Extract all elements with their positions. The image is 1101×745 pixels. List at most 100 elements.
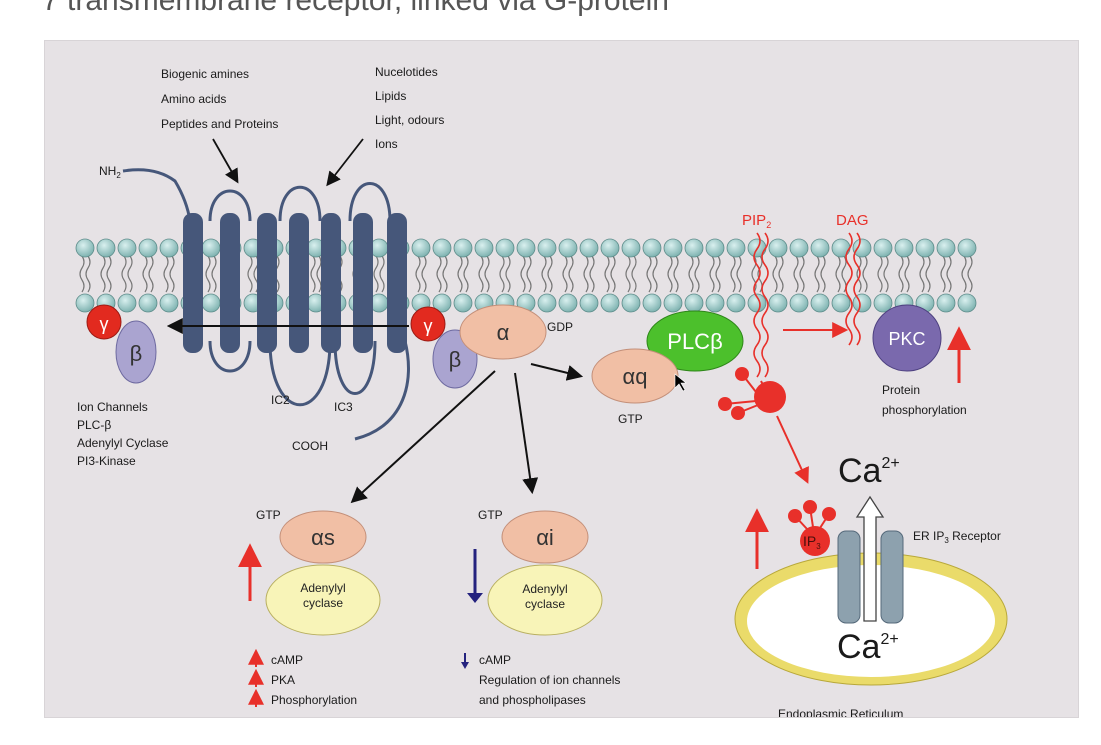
ligand-item: Peptides and Proteins — [161, 117, 278, 131]
lipid-head — [558, 238, 578, 258]
g-protein-trimer: β γ α GDP — [410, 304, 573, 389]
lipid-tail — [205, 255, 217, 293]
lipid-head — [201, 293, 221, 313]
lipid-tail — [310, 255, 322, 293]
gi-effect: and phospholipases — [479, 693, 586, 707]
lipid-tail — [898, 255, 910, 293]
lipid-head — [852, 238, 872, 258]
lipid-tail — [646, 255, 658, 293]
ligand-arrow-left — [212, 138, 239, 184]
lipid-head — [621, 293, 641, 313]
lipid-head — [663, 293, 683, 313]
lipid-head — [495, 238, 515, 258]
lipid-head — [705, 293, 725, 313]
lipid-tail — [499, 255, 511, 293]
svg-text:PLC-β: PLC-β — [77, 418, 111, 432]
lipid-head — [432, 293, 452, 313]
lipid-head — [159, 238, 179, 258]
lipid-head — [138, 293, 158, 313]
lipid-tail — [562, 255, 574, 293]
dag-label: DAG — [836, 212, 869, 229]
lipid-tail — [457, 255, 469, 293]
lipid-head — [474, 238, 494, 258]
calcium-er-label: Ca2+ — [837, 628, 899, 666]
lipid-head — [873, 293, 893, 313]
svg-text:Ion Channels: Ion Channels — [77, 400, 148, 414]
lipid-tail — [835, 255, 847, 293]
lipid-head — [96, 238, 116, 258]
gs-gtp-label: GTP — [256, 508, 281, 522]
pip2-lipid — [753, 232, 769, 378]
seven-tm-receptor — [183, 213, 407, 353]
lipid-tail — [79, 255, 91, 293]
lipid-tail — [520, 255, 532, 293]
lipid-tail — [730, 255, 742, 293]
lipid-tail — [772, 255, 784, 293]
gi-effect: Regulation of ion channels — [479, 673, 620, 687]
lipid-head — [789, 293, 809, 313]
lipid-tail — [541, 255, 553, 293]
gamma-subunit: γ — [424, 316, 433, 336]
ligand-item: Lipids — [375, 89, 406, 103]
pkc: PKC — [872, 304, 942, 372]
lipid-tail — [163, 255, 175, 293]
lipid-tail — [100, 255, 112, 293]
lipid-tail — [688, 255, 700, 293]
lipid-head — [453, 293, 473, 313]
pkc-effect-line: phosphorylation — [882, 403, 967, 417]
lipid-tail — [583, 255, 595, 293]
lipid-head — [810, 238, 830, 258]
lipid-head — [453, 238, 473, 258]
pkc-effect-line: Protein — [882, 383, 920, 397]
ic3-label: IC3 — [334, 400, 353, 414]
alpha-subunit: α — [497, 320, 510, 345]
beta-gamma-dimer: β γ — [86, 304, 157, 384]
ip3-molecule — [788, 500, 836, 556]
lipid-tail — [814, 255, 826, 293]
lipid-tail — [709, 255, 721, 293]
gi-gtp-label: GTP — [478, 508, 503, 522]
gs-branch: GTP Adenylyl cyclase αs cAMP PKA Phospho… — [238, 508, 381, 707]
lipid-tail — [961, 255, 973, 293]
beta-gamma-effectors: Ion Channels PLC-β Adenylyl Cyclase PI3-… — [77, 400, 169, 468]
lipid-head — [726, 238, 746, 258]
gdp-label: GDP — [547, 320, 573, 334]
alpha-to-alphas-arrow — [350, 370, 496, 504]
lipid-head — [579, 293, 599, 313]
er-channel-subunit — [880, 530, 904, 624]
receptor-loops — [122, 168, 410, 441]
endoplasmic-reticulum: Ca2+ Ca2+ IP3 ER IP3 Receptor Endoplasmi… — [734, 452, 1008, 721]
gs-effect: cAMP — [271, 653, 303, 667]
gpcr-diagram: NH2 IC2 IC3 COOH Biogenic amines Amino a… — [75, 65, 1008, 721]
ligands-left: Biogenic amines Amino acids Peptides and… — [161, 67, 278, 131]
lipid-head — [117, 293, 137, 313]
lipid-head — [852, 293, 872, 313]
svg-text:Adenylyl Cyclase: Adenylyl Cyclase — [77, 436, 169, 450]
diagram-panel: NH2 IC2 IC3 COOH Biogenic amines Amino a… — [44, 40, 1079, 721]
lipid-head — [537, 293, 557, 313]
lipid-tail — [604, 255, 616, 293]
lipid-head — [516, 238, 536, 258]
ligand-arrow-right — [326, 138, 364, 187]
lipid-head — [831, 238, 851, 258]
lipid-tail — [940, 255, 952, 293]
adenylyl-cyclase-label: Adenylyl — [300, 581, 345, 595]
beta-subunit: β — [449, 347, 462, 372]
ligands-right: Nucelotides Lipids Light, odours Ions — [375, 65, 444, 151]
lipid-head — [831, 293, 851, 313]
lipid-tail — [919, 255, 931, 293]
ligand-item: Biogenic amines — [161, 67, 249, 81]
ligand-item: Ions — [375, 137, 398, 151]
lipid-tail — [478, 255, 490, 293]
lipid-head — [75, 238, 95, 258]
lipid-tail — [436, 255, 448, 293]
lipid-head — [936, 238, 956, 258]
svg-text:PLCβ: PLCβ — [667, 329, 722, 354]
cell-membrane — [75, 238, 977, 313]
lipid-tail — [142, 255, 154, 293]
alpha-i-subunit: αi — [536, 525, 554, 550]
plc-beta: PLCβ — [646, 310, 744, 372]
lipid-head — [789, 238, 809, 258]
lipid-head — [936, 293, 956, 313]
svg-text:PKC: PKC — [888, 329, 925, 349]
